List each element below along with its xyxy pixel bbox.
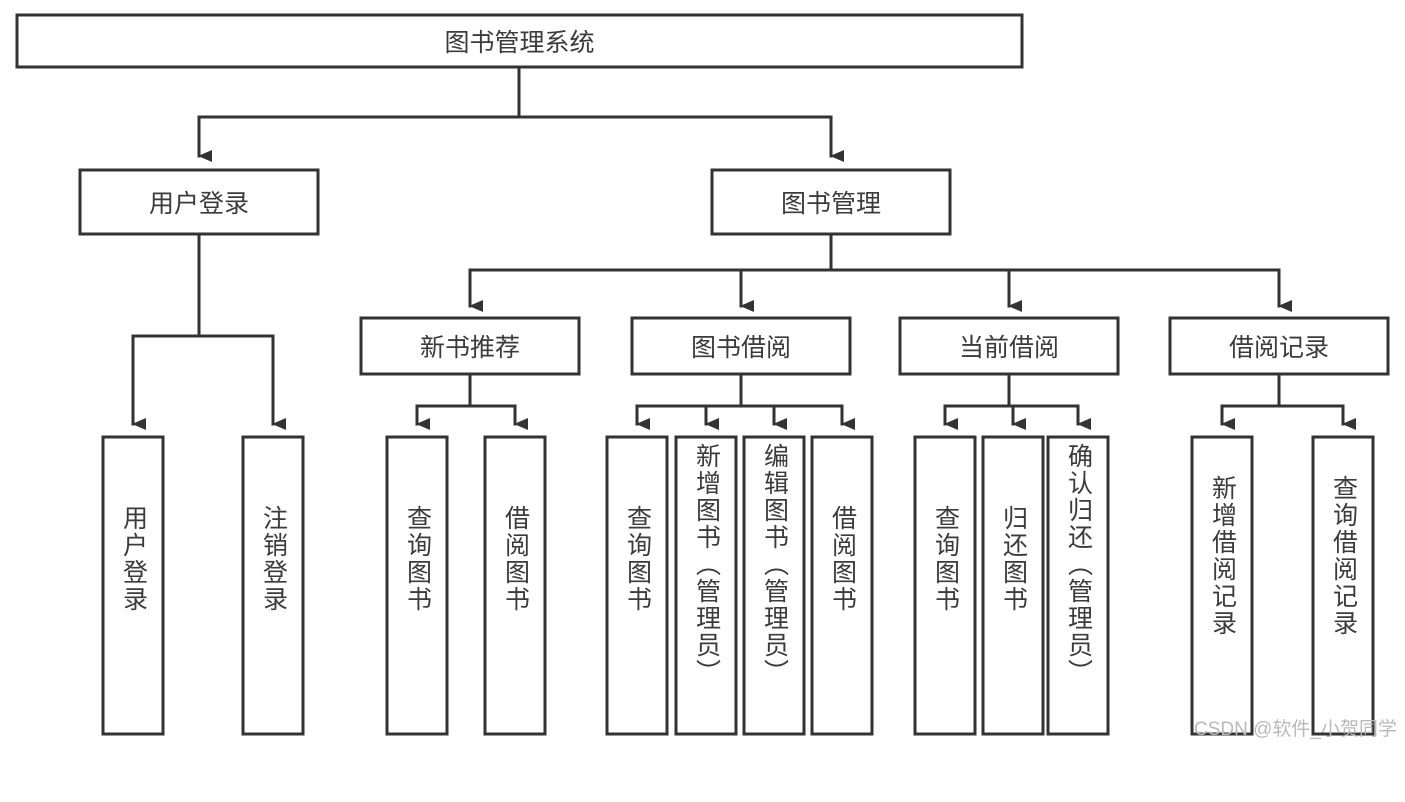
node-box-leaf-bb-edit-book[interactable] — [742, 435, 806, 736]
node-box-book-borrow[interactable] — [630, 316, 852, 376]
hierarchy-diagram: 图书管理系统 用户登录 图书管理 新书推荐 图书借阅 当前借阅 借阅记录 用户登… — [15, 13, 1397, 740]
node-box-root[interactable] — [15, 13, 1024, 69]
node-box-leaf-bb-borrow-book[interactable] — [810, 435, 874, 736]
node-box-book-manage[interactable] — [710, 168, 952, 236]
node-box-leaf-br-add-record[interactable] — [1190, 435, 1254, 736]
node-box-leaf-bb-query-book[interactable] — [605, 435, 669, 736]
node-box-leaf-cb-query-book[interactable] — [913, 435, 977, 736]
node-box-leaf-logout[interactable] — [241, 435, 305, 736]
node-box-borrow-record[interactable] — [1168, 316, 1390, 376]
node-box-leaf-cb-return-book[interactable] — [981, 435, 1045, 736]
node-box-leaf-nb-query-book[interactable] — [385, 435, 449, 736]
node-box-leaf-br-query-record[interactable] — [1311, 435, 1375, 736]
node-box-leaf-cb-confirm-return[interactable] — [1046, 435, 1110, 736]
box-layer — [15, 13, 1390, 736]
node-box-current-borrow[interactable] — [898, 316, 1120, 376]
node-box-leaf-bb-add-book[interactable] — [674, 435, 738, 736]
node-box-leaf-nb-borrow-book[interactable] — [483, 435, 547, 736]
diagram-canvas — [15, 13, 1390, 736]
connector-layer — [131, 65, 1356, 430]
node-box-new-book-recommend[interactable] — [359, 316, 581, 376]
node-box-user-login[interactable] — [78, 168, 320, 236]
node-box-leaf-user-login[interactable] — [101, 435, 165, 736]
